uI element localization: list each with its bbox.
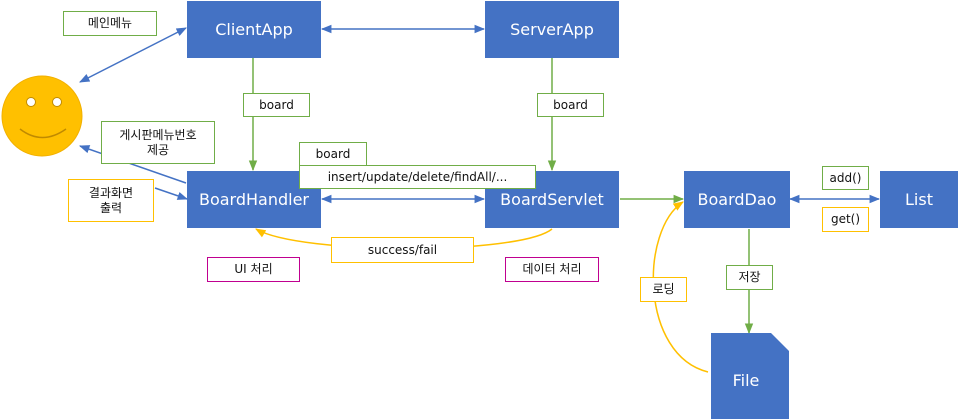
- success-fail-label: success/fail: [331, 237, 474, 263]
- board-dao-box: BoardDao: [684, 171, 790, 228]
- list-box: List: [880, 171, 958, 228]
- file-label: File: [732, 370, 760, 390]
- board-client-label: board: [243, 93, 310, 117]
- server-app-box: ServerApp: [485, 1, 619, 58]
- board-server-label: board: [537, 93, 604, 117]
- board-top-label: board: [299, 142, 367, 166]
- get-label: get(): [822, 207, 869, 232]
- main-menu-label: 메인메뉴: [63, 11, 157, 36]
- data-processing-label: 데이터 처리: [505, 257, 599, 282]
- board-menu-number-label: 게시판메뉴번호 제공: [101, 121, 215, 164]
- handler-to-actor-arrow: [79, 145, 187, 184]
- save-label: 저장: [726, 265, 773, 290]
- loading-label: 로딩: [640, 277, 687, 302]
- result-output-label: 결과화면 출력: [68, 179, 154, 222]
- client-app-box: ClientApp: [187, 1, 321, 58]
- actor-to-handler-arrow: [154, 187, 188, 200]
- ui-processing-label: UI 처리: [207, 257, 300, 282]
- add-label: add(): [822, 166, 869, 190]
- board-handler-box: BoardHandler: [187, 171, 321, 228]
- operations-label: insert/update/delete/findAll/...: [299, 165, 536, 189]
- smiley-face-icon: [1, 75, 83, 157]
- actor-client-arrow: [79, 27, 187, 83]
- file-shape: [711, 333, 789, 419]
